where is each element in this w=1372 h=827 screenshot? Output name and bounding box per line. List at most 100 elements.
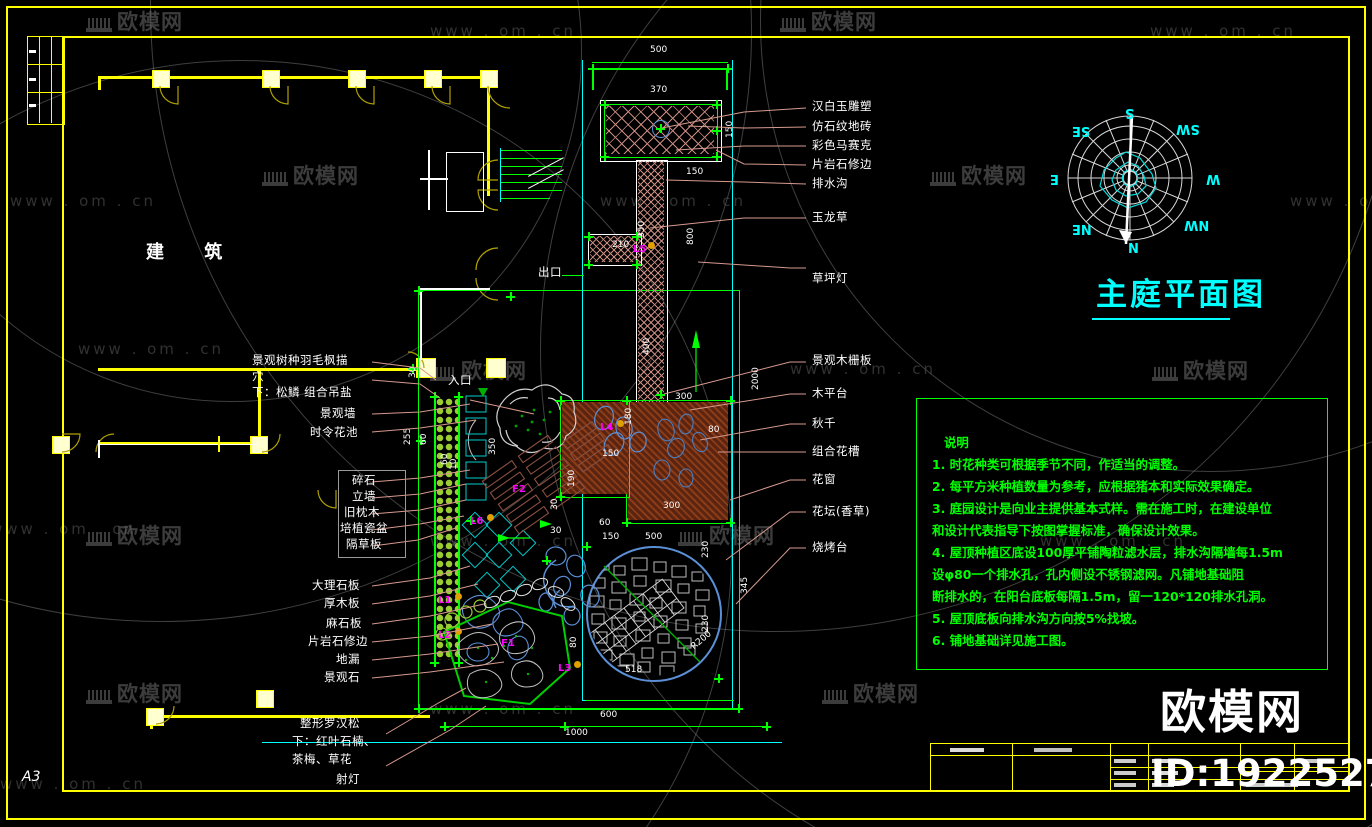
stair-tread (500, 150, 562, 151)
snap-node (430, 658, 439, 667)
snap-node (632, 232, 641, 241)
marker-F1: F1 (501, 638, 515, 649)
dimension-370: 370 (650, 85, 668, 95)
notes-heading: 说明 (944, 435, 969, 450)
dimension-30: 30 (408, 366, 418, 378)
snap-node (622, 396, 631, 405)
label-right-2: 彩色马赛克 (812, 138, 872, 152)
snap-node (414, 286, 423, 295)
title-block-text (1114, 783, 1136, 787)
brand-watermark-large: 欧模网 (1160, 685, 1304, 739)
dimension-210: 210 (612, 240, 630, 250)
marker-dot (617, 420, 624, 427)
label-right-3: 片岩石修边 (812, 157, 872, 171)
compass-label-NW: NW (1184, 217, 1210, 232)
dimension-230: 230 (701, 540, 711, 558)
drawing-title: 主庭平面图 (1096, 277, 1266, 313)
snap-node (726, 518, 735, 527)
label-left-m1: 立墙 (352, 489, 376, 503)
snap-node (454, 392, 463, 401)
title-block-divider (1294, 743, 1295, 790)
label-right-4: 排水沟 (812, 176, 848, 190)
building-column (256, 690, 274, 708)
title-block-text (1300, 759, 1322, 763)
title-block-text (1114, 771, 1136, 775)
corner-table-col (39, 36, 40, 123)
building-wall (258, 368, 261, 446)
title-block-divider (1110, 743, 1111, 790)
building-column (348, 70, 366, 88)
label-right-b1: 木平台 (812, 386, 848, 400)
label-left-b2: 茶梅、草花 (292, 752, 352, 766)
label-right-b2: 秋千 (812, 416, 836, 430)
label-right-b4: 花窗 (812, 472, 836, 486)
building-wall (98, 442, 258, 445)
corner-table-mark (29, 104, 36, 107)
notes-item-7: 5. 屋顶底板向排水沟方向按5%找坡。 (932, 611, 1145, 626)
compass-label-SW: SW (1176, 121, 1200, 136)
label-left-b1: 下：红叶石楠、 (292, 734, 376, 748)
snap-node (712, 152, 721, 161)
dimension-line (418, 708, 738, 709)
title-block-text (1034, 748, 1072, 752)
snap-node (712, 100, 721, 109)
label-left-l1: 厚木板 (324, 596, 360, 610)
hedge-planting (436, 398, 458, 660)
marker-L3: L3 (558, 663, 572, 674)
dimension-2000: 2000 (751, 367, 761, 390)
stair-tread (500, 158, 562, 159)
entrance-label: 入口 (448, 373, 472, 387)
label-right-b5: 花坛(香草) (812, 504, 870, 518)
title-block-text (950, 748, 984, 752)
building-partition (98, 440, 100, 458)
snap-node (506, 292, 515, 301)
building-column (486, 358, 506, 378)
snap-node (723, 64, 732, 73)
label-left-t1: 穴 (252, 369, 264, 383)
notes-item-1: 2. 每平方米种植数量为参考，应根据猪本和实际效果确定。 (932, 479, 1260, 494)
dimension-150: 150 (686, 167, 704, 177)
building-column (146, 708, 164, 726)
dimension-500: 500 (650, 45, 668, 55)
notes-item-3: 和设计代表指导下按图掌握标准，确保设计效果。 (932, 523, 1205, 538)
dimension-1000: 1000 (565, 728, 588, 738)
wood-deck (628, 402, 728, 520)
notes-item-0: 1. 时花种类可根据季节不同，作适当的调整。 (932, 457, 1186, 472)
title-block-divider (930, 755, 1110, 756)
label-left-m3: 培植瓷盆 (340, 521, 388, 535)
dimension-10: 10 (449, 458, 459, 470)
snap-node (430, 392, 439, 401)
label-left-l2: 麻石板 (326, 616, 362, 630)
stair-tread (500, 198, 550, 199)
notes-box (916, 398, 1328, 670)
label-right-6: 草坪灯 (812, 271, 848, 285)
marker-L2: L2 (438, 630, 452, 641)
snap-node (542, 556, 551, 565)
snap-node (416, 436, 425, 445)
dimension-350: 350 (488, 437, 498, 455)
stair-tread (500, 166, 562, 167)
snap-node (584, 260, 593, 269)
dimension-30: 30 (550, 498, 560, 510)
label-right-b6: 烧烤台 (812, 540, 848, 554)
sheet-border (6, 6, 8, 820)
building-wall (98, 76, 101, 90)
marker-L1: L1 (438, 595, 452, 606)
label-left-b0: 整形罗汉松 (300, 716, 360, 730)
garden-edge (582, 60, 583, 700)
dimension-500: 500 (645, 532, 663, 542)
marker-dot (455, 628, 462, 635)
building-column (424, 70, 442, 88)
title-block-text (1114, 759, 1136, 763)
label-left-m2: 旧枕木 (344, 505, 380, 519)
notes-item-4: 4. 屋顶种植区底设100厚平铺陶粒滤水层，排水沟隔墙每1.5m (932, 545, 1283, 560)
stair-tread (500, 182, 562, 183)
snap-node (632, 260, 641, 269)
label-left-t4: 时令花池 (310, 425, 358, 439)
sheet-inner-border (62, 790, 1350, 792)
compass-label-S: S (1125, 105, 1135, 120)
title-block-divider (1148, 743, 1149, 790)
marker-L6: L6 (470, 516, 484, 527)
label-right-5: 玉龙草 (812, 210, 848, 224)
